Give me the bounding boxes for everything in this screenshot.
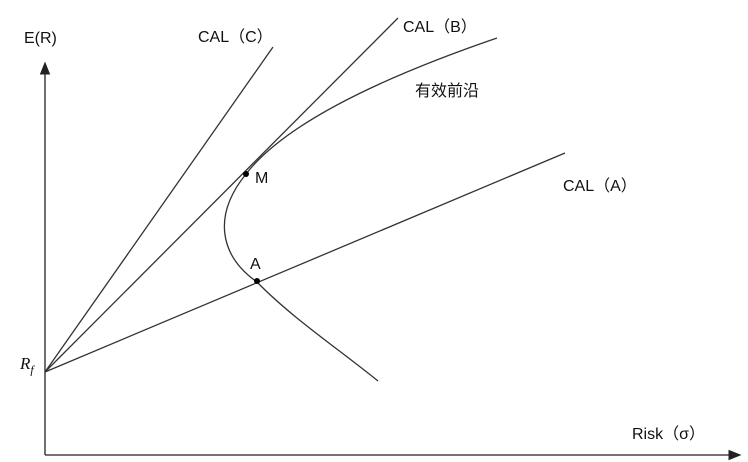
cal-c-label: CAL（C） — [198, 29, 273, 46]
efficient-frontier-curve — [223, 37, 498, 382]
rf-label: Rf — [20, 354, 34, 377]
point-a — [254, 278, 260, 284]
y-axis-label: E(R) — [24, 30, 57, 47]
rf-sub: f — [30, 362, 34, 377]
frontier-label: 有效前沿 — [415, 83, 480, 100]
cal-a-line — [44, 152, 566, 373]
cal-a-label: CAL（A） — [563, 178, 637, 195]
cal-c-line — [44, 46, 274, 373]
cal-b-label: CAL（B） — [403, 19, 477, 36]
point-m-label: M — [255, 170, 269, 187]
cal-b-line — [44, 17, 399, 373]
point-m — [243, 171, 249, 177]
point-a-label: A — [250, 256, 261, 273]
rf-main: R — [20, 354, 31, 373]
x-axis-label: Risk（σ） — [632, 426, 705, 443]
